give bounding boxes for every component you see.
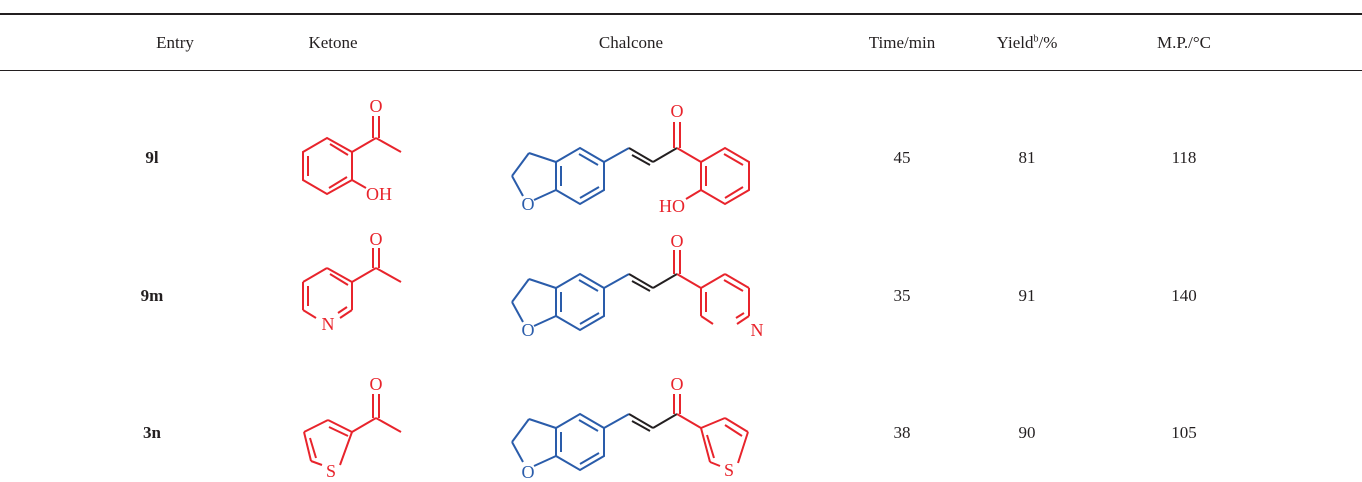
row1-ketone-o: O — [370, 96, 383, 116]
row2-time: 35 — [893, 286, 911, 305]
row2-mp: 140 — [1171, 286, 1197, 305]
row3-ketone-structure: O S — [303, 374, 402, 481]
row3-ketone-s: S — [326, 461, 336, 481]
row2-chalcone-n: N — [751, 320, 764, 340]
row1-chalcone-structure: O O HO — [511, 101, 750, 216]
row2-chalcone-co: O — [671, 231, 684, 251]
header-chalcone: Chalcone — [598, 33, 664, 52]
header-time: Time/min — [868, 33, 936, 52]
row3-entry: 3n — [143, 423, 161, 442]
header-yield-unit: /% — [1038, 33, 1058, 52]
row3-yield: 90 — [1018, 423, 1036, 442]
header-mp: M.P./°C — [1156, 33, 1212, 52]
row1-chalcone-ho: HO — [659, 196, 685, 216]
header-rule — [0, 70, 1362, 72]
row1-ketone-oh: OH — [366, 184, 392, 204]
row3-ketone-o: O — [370, 374, 383, 394]
row3-chalcone-s: S — [724, 460, 734, 480]
header-ketone: Ketone — [308, 33, 358, 52]
row1-chalcone-co: O — [671, 101, 684, 121]
top-rule — [0, 13, 1362, 15]
header-yield-text: Yield — [996, 33, 1034, 52]
row2-entry: 9m — [140, 286, 164, 305]
row2-ketone-structure: O N — [302, 230, 402, 334]
row3-time: 38 — [893, 423, 911, 442]
row1-time: 45 — [893, 148, 911, 167]
row3-chalcone-co: O — [671, 374, 684, 394]
header-yield-footnote: b — [1033, 33, 1039, 45]
header-entry: Entry — [156, 33, 194, 52]
row3-chalcone-structure: O O S — [511, 374, 749, 482]
row1-ketone-structure: O OH — [302, 96, 402, 204]
row1-entry: 9l — [145, 148, 159, 167]
row2-ketone-n: N — [322, 314, 335, 334]
row2-ketone-o: O — [370, 230, 383, 249]
row2-yield: 91 — [1018, 286, 1036, 305]
row2-chalcone-structure: O O N — [511, 231, 764, 340]
row1-yield: 81 — [1018, 148, 1036, 167]
row1-mp: 118 — [1171, 148, 1197, 167]
row2-chalcone-ring-o: O — [522, 320, 535, 340]
row3-chalcone-ring-o: O — [522, 462, 535, 482]
row1-chalcone-ring-o: O — [522, 194, 535, 214]
header-yield: Yieldb/% — [997, 33, 1058, 53]
row3-mp: 105 — [1171, 423, 1197, 442]
